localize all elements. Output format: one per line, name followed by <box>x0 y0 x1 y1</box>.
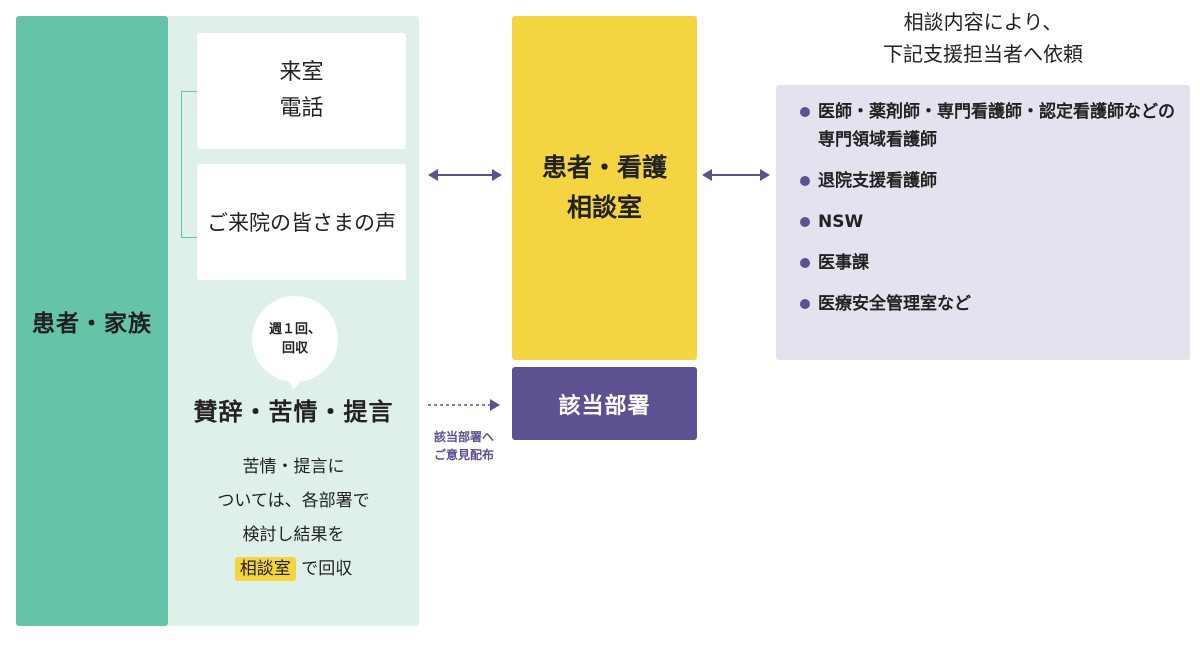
bidirectional-arrow-right <box>702 169 770 181</box>
staff-item: 退院支援看護師 <box>800 167 1180 195</box>
staff-item: 医療安全管理室など <box>800 290 1180 318</box>
dept-note-line1: 該当部署へ <box>433 430 494 444</box>
bubble-line1: 週１回、 <box>268 322 321 337</box>
bubble-tail <box>283 375 305 389</box>
dept-distribution-note: 該当部署へ ご意見配布 <box>418 428 510 464</box>
dept-note-line2: ご意見配布 <box>433 448 494 462</box>
staff-item: 医事課 <box>800 249 1180 277</box>
consult-room-highlight: 相談室 <box>234 557 296 581</box>
feedback-desc-line1: 苦情・提言に <box>242 457 345 477</box>
staff-item: NSW <box>800 208 1180 236</box>
dept-label: 該当部署 <box>558 393 651 419</box>
weekly-collection-bubble: 週１回、 回収 <box>252 296 338 382</box>
phone-label: 電話 <box>279 96 324 121</box>
feedback-title: 賛辞・苦情・提言 <box>193 398 394 426</box>
consult-line2: 相談室 <box>566 193 642 222</box>
request-heading-line2: 下記支援担当者へ依頼 <box>883 42 1083 66</box>
support-staff-panel <box>776 85 1190 360</box>
feedback-desc-suffix: で回収 <box>301 559 353 579</box>
consultation-room-box: 患者・看護 相談室 <box>512 16 697 360</box>
feedback-desc-line3: 検討し結果を <box>242 525 345 545</box>
patient-voice-box: ご来院の皆さまの声 <box>197 164 406 280</box>
support-staff-list: 医師・薬剤師・専門看護師・認定看護師などの専門領域看護師 退院支援看護師 NSW… <box>800 98 1180 331</box>
patient-family-box: 患者・家族 <box>16 16 168 626</box>
feedback-desc-line2: ついては、各部署で <box>217 491 370 511</box>
patient-family-label: 患者・家族 <box>32 311 152 337</box>
feedback-desc-line4: 相談室 で回収 <box>168 552 419 586</box>
request-heading-line1: 相談内容により、 <box>903 10 1063 34</box>
bubble-line2: 回収 <box>281 341 308 356</box>
request-heading: 相談内容により、 下記支援担当者へ依頼 <box>776 6 1190 70</box>
visit-phone-box: 来室 電話 <box>197 33 406 149</box>
feedback-description: 苦情・提言に ついては、各部署で 検討し結果を 相談室 で回収 <box>168 450 419 586</box>
visit-label: 来室 <box>279 60 324 85</box>
bidirectional-arrow-left <box>428 169 502 181</box>
relevant-department-box: 該当部署 <box>512 367 697 440</box>
patient-voice-label: ご来院の皆さまの声 <box>207 211 396 235</box>
dotted-arrow-to-dept <box>428 399 500 411</box>
staff-item: 医師・薬剤師・専門看護師・認定看護師などの専門領域看護師 <box>800 98 1180 154</box>
consult-line1: 患者・看護 <box>541 153 667 182</box>
channel-bracket <box>181 91 197 238</box>
